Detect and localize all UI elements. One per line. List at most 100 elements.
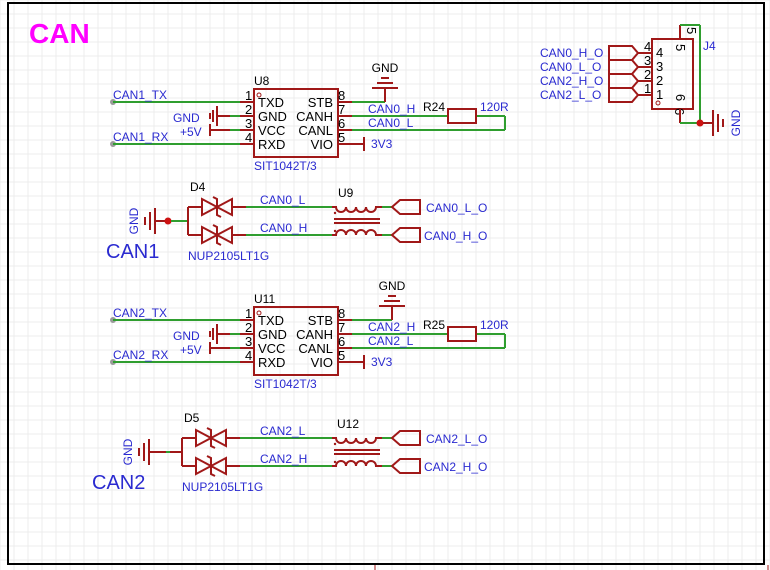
net-label: CAN0_L <box>368 116 414 130</box>
pin-number: 8 <box>338 88 345 103</box>
resistor-r25[interactable] <box>447 326 477 342</box>
gnd-icon <box>138 439 166 465</box>
net-label: CAN2_RX <box>113 348 168 362</box>
designator: D5 <box>184 411 200 425</box>
pin-number: 5 <box>338 130 345 145</box>
part-value: NUP2105LT1G <box>182 480 263 494</box>
net-port-icon <box>390 458 421 474</box>
gnd-icon <box>372 77 398 89</box>
pin-number: 1 <box>245 306 252 321</box>
pin1-marker <box>256 92 262 98</box>
pin-name: TXD <box>258 313 284 328</box>
tvs-diode-icon <box>201 196 246 218</box>
gnd-icon <box>209 324 230 344</box>
net-port-icon <box>390 227 421 243</box>
pin-number: 3 <box>644 53 651 68</box>
net-port-icon <box>608 73 640 89</box>
tvs-diode-icon <box>195 455 240 477</box>
pin-number: 6 <box>338 116 345 131</box>
section-label: CAN2 <box>92 472 145 494</box>
net-label: CAN2_TX <box>113 306 167 320</box>
tvs-diode-icon <box>195 427 240 449</box>
pin-number: 3 <box>245 334 252 349</box>
transceiver-u11[interactable]: CAN2_TX CAN2_RX GND +5V 1 2 3 4 U11 SIT1… <box>110 279 509 391</box>
pin-name: 4 <box>656 45 663 60</box>
gnd-label: GND <box>173 111 200 125</box>
designator: R25 <box>423 318 445 332</box>
net-label: CAN0_L_O <box>426 201 487 215</box>
net-label: CAN2_L <box>368 334 414 348</box>
resistor-r24[interactable] <box>447 108 477 124</box>
pin-number: 7 <box>338 320 345 335</box>
protection-can2[interactable]: GND D5 NUP2105LT1G CAN2 CAN2_L <box>92 411 487 494</box>
common-mode-choke-icon <box>332 206 382 236</box>
gnd-icon <box>209 106 230 126</box>
net-label: CAN2_H <box>368 320 415 334</box>
pin-name: 6 <box>673 94 688 101</box>
net-label: CAN2_L_O <box>540 88 601 102</box>
ic-body[interactable] <box>253 88 339 158</box>
junction-dot <box>164 217 172 225</box>
ic-body[interactable] <box>253 306 339 376</box>
net-port-icon <box>608 59 640 75</box>
pin-name: GND <box>258 327 287 342</box>
pin-name: VCC <box>258 123 285 138</box>
pin1-marker <box>655 100 661 106</box>
pin-name: VIO <box>311 137 333 152</box>
pin1-marker <box>256 310 262 316</box>
junction-dot <box>696 119 704 127</box>
gnd-label: GND <box>121 438 135 465</box>
pin-name: CANH <box>296 327 333 342</box>
pin-name: CANL <box>298 123 333 138</box>
pin-name: VIO <box>311 355 333 370</box>
part-value: SIT1042T/3 <box>254 159 317 173</box>
power-5v-icon <box>209 124 230 136</box>
pin-number: 2 <box>245 102 252 117</box>
pin-name: STB <box>308 313 333 328</box>
net-label: CAN2_L <box>260 424 306 438</box>
gnd-label: GND <box>372 61 399 75</box>
connector-body[interactable] <box>651 38 694 110</box>
connector-j4[interactable]: CAN0_H_O CAN0_L_O CAN2_H_O CAN2_L_O 4 3 … <box>540 24 743 136</box>
vcc-label: +5V <box>180 125 202 139</box>
designator: U9 <box>338 186 354 200</box>
pin-number: 5 <box>684 27 699 34</box>
pin-number: 5 <box>338 348 345 363</box>
pin-number: 1 <box>245 88 252 103</box>
net-label: CAN2_L_O <box>426 432 487 446</box>
pin-name: CANH <box>296 109 333 124</box>
pin-name: 1 <box>656 87 663 102</box>
pin-number: 8 <box>338 306 345 321</box>
net-port-icon <box>608 45 640 61</box>
pin-name: 5 <box>673 44 688 51</box>
pin-name: STB <box>308 95 333 110</box>
net-label: CAN1_RX <box>113 130 168 144</box>
power-label: 3V3 <box>371 137 393 151</box>
sheet-title: CAN <box>29 18 90 49</box>
pin-name: RXD <box>258 355 285 370</box>
part-value: 120R <box>480 318 509 332</box>
designator: R24 <box>423 100 445 114</box>
designator: U12 <box>337 417 359 431</box>
pin-name: VCC <box>258 341 285 356</box>
designator: J4 <box>703 39 716 53</box>
designator: U8 <box>254 74 270 88</box>
pin-number: 2 <box>245 320 252 335</box>
pin-name: CANL <box>298 341 333 356</box>
transceiver-u8[interactable]: CAN1_TX CAN1_RX GND +5V 1 2 3 4 U8 SIT10… <box>110 61 509 173</box>
net-label: CAN0_H <box>260 221 307 235</box>
pin-number: 7 <box>338 102 345 117</box>
designator: U11 <box>254 292 275 306</box>
pin-name: RXD <box>258 137 285 152</box>
section-label: CAN1 <box>106 241 159 263</box>
pin-number: 1 <box>644 81 651 96</box>
gnd-icon <box>712 110 724 136</box>
designator: D4 <box>190 180 206 194</box>
common-mode-choke-icon <box>332 437 382 467</box>
gnd-label: GND <box>729 109 743 136</box>
protection-can1[interactable]: GND D4 NUP2105LT1G CAN1 CAN0_L <box>106 180 487 263</box>
gnd-label: GND <box>173 329 200 343</box>
gnd-icon <box>379 295 405 307</box>
